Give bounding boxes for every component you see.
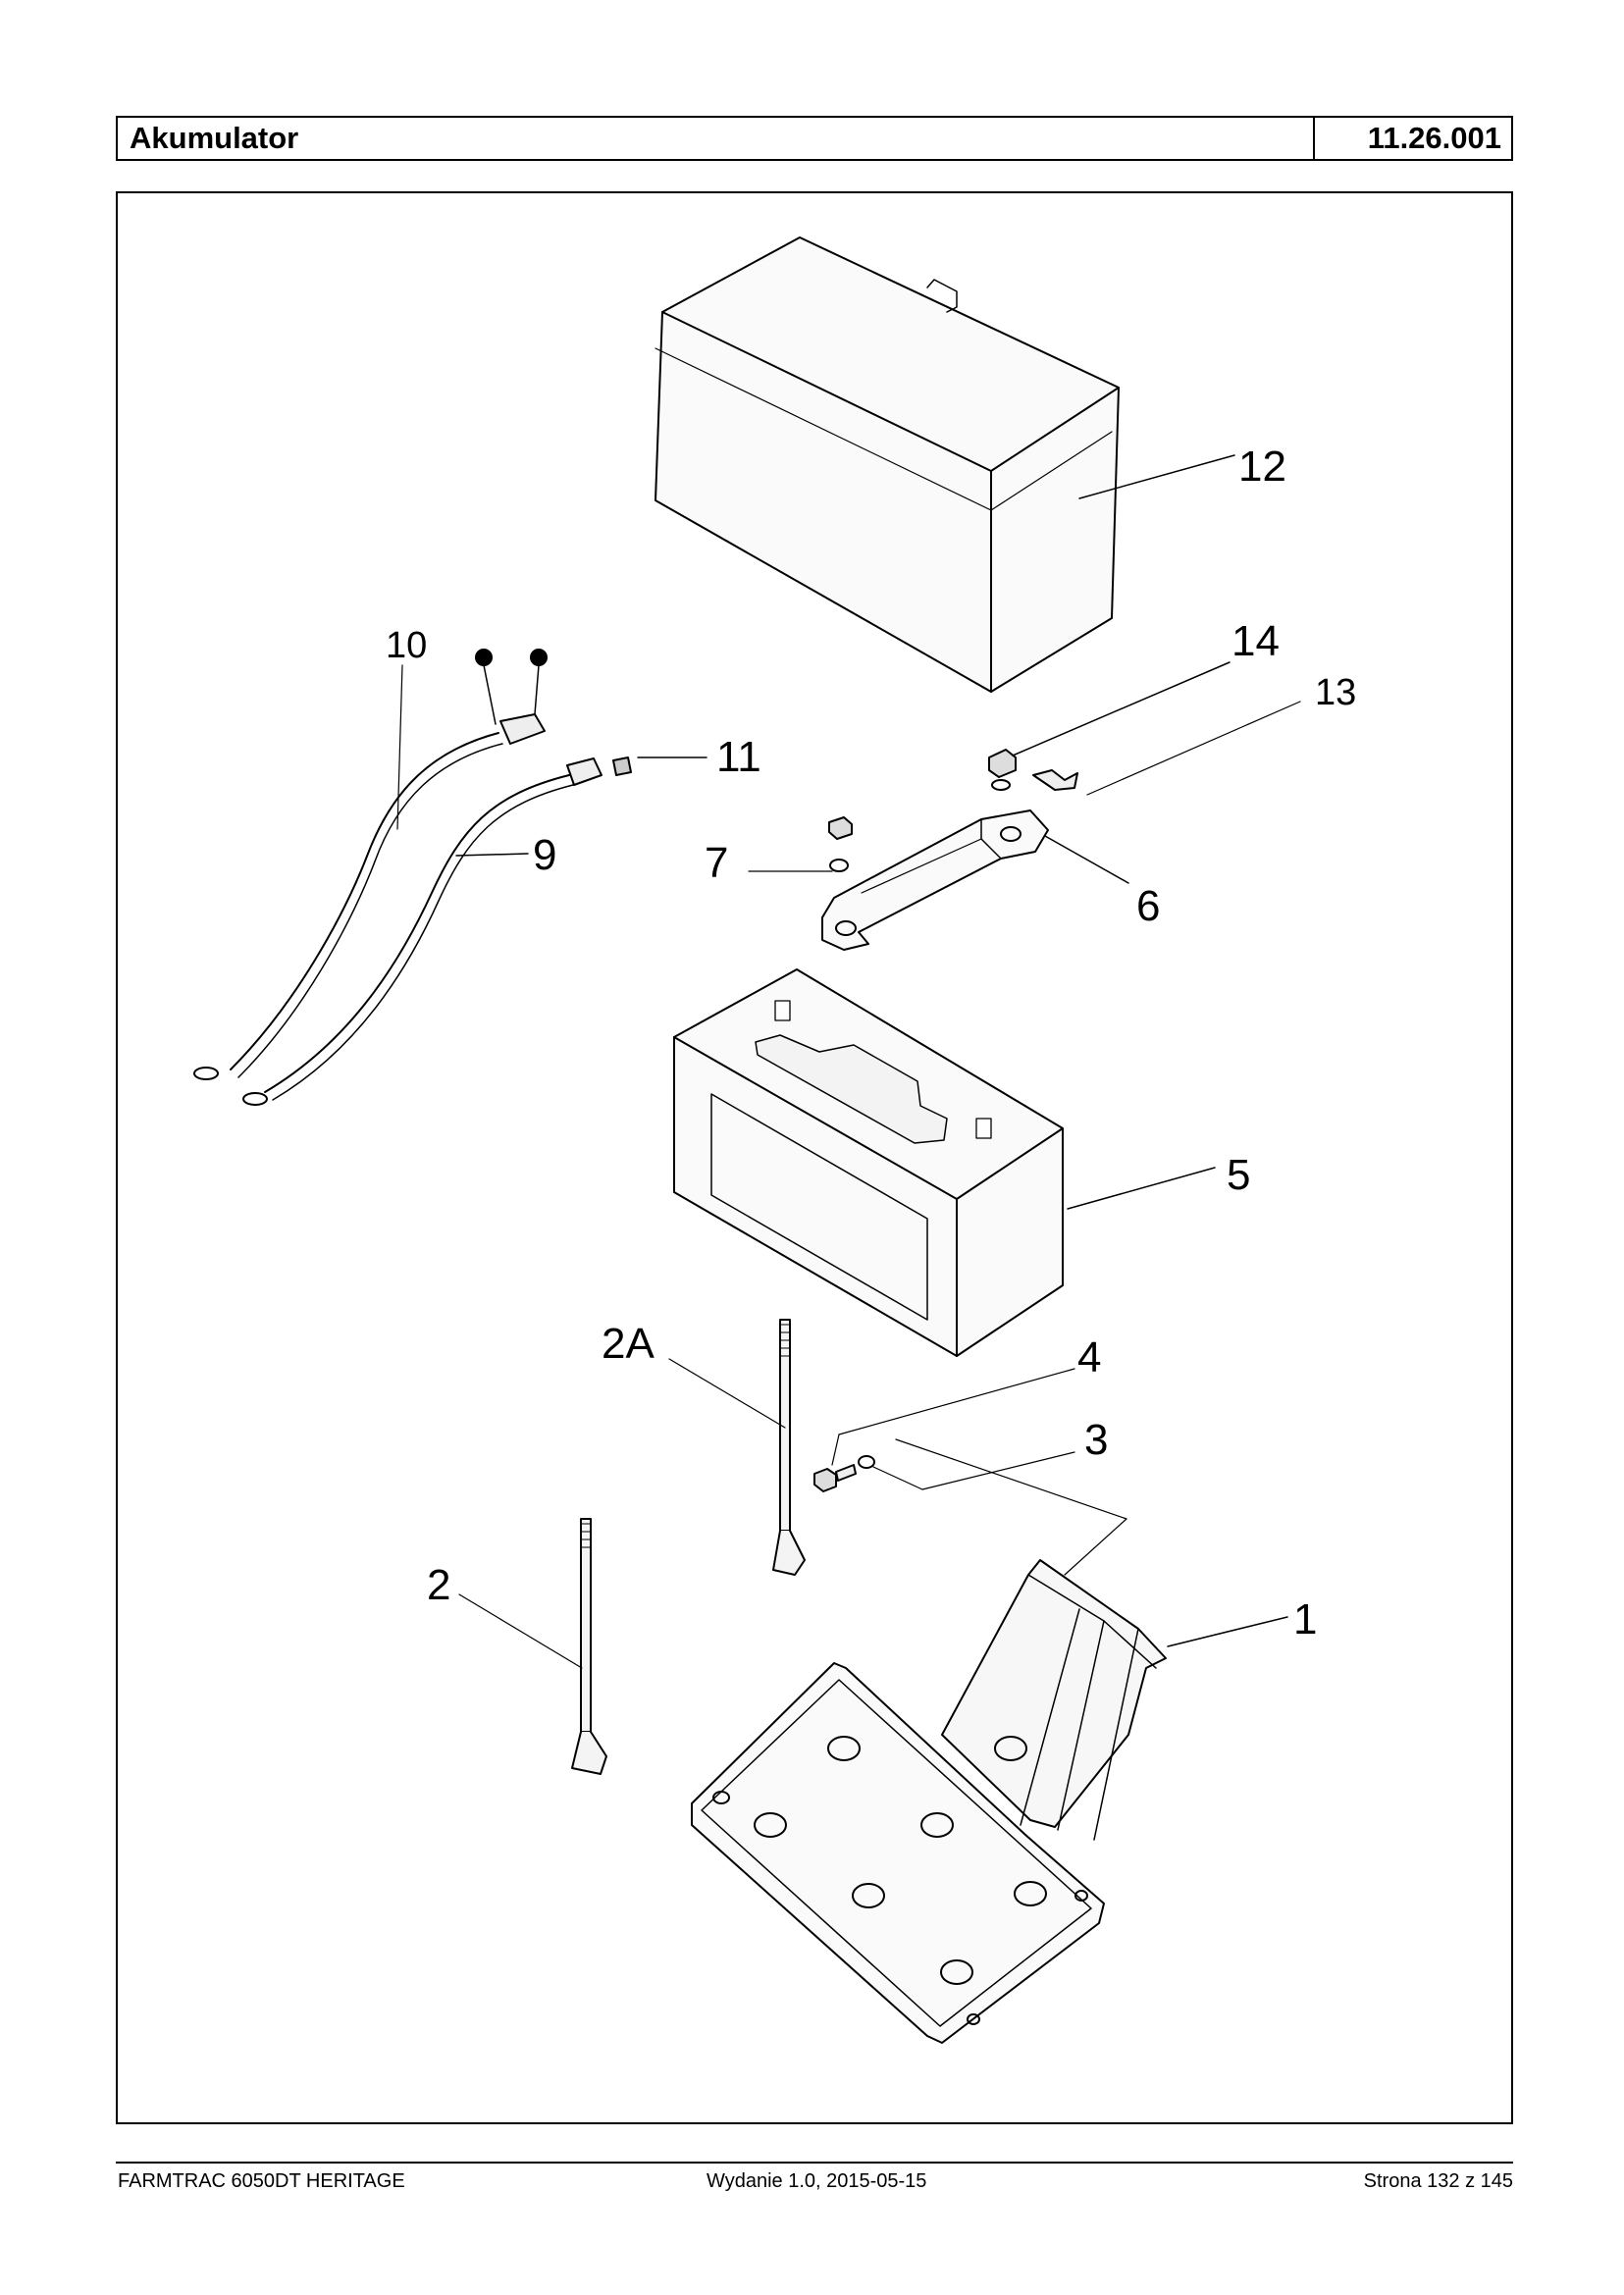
svg-text:12: 12 bbox=[1238, 443, 1286, 491]
callout-9: 9 bbox=[455, 831, 556, 879]
footer-page-number: Strona 132 z 145 bbox=[1363, 2170, 1513, 2192]
callout-6: 6 bbox=[1044, 835, 1160, 930]
svg-text:14: 14 bbox=[1231, 617, 1280, 665]
callout-5: 5 bbox=[1067, 1151, 1250, 1210]
page-header: Akumulator 11.26.001 bbox=[116, 116, 1513, 161]
hold-down-clamp bbox=[821, 809, 1049, 951]
callout-11: 11 bbox=[637, 733, 761, 781]
svg-text:13: 13 bbox=[1315, 672, 1356, 713]
callout-12: 12 bbox=[1078, 443, 1286, 499]
battery-tray bbox=[691, 1559, 1167, 2044]
section-code: 11.26.001 bbox=[1313, 118, 1511, 159]
svg-text:4: 4 bbox=[1077, 1333, 1101, 1382]
page-title: Akumulator bbox=[130, 121, 299, 155]
callout-10: 10 bbox=[386, 625, 427, 830]
battery-cover bbox=[655, 236, 1120, 693]
callout-13: 13 bbox=[1086, 672, 1356, 796]
svg-text:9: 9 bbox=[533, 831, 556, 879]
footer-divider bbox=[116, 2162, 1513, 2164]
j-bolt-long bbox=[772, 1319, 806, 1576]
nut bbox=[988, 749, 1017, 791]
battery-cables bbox=[193, 649, 632, 1106]
callout-14: 14 bbox=[1012, 617, 1280, 756]
svg-text:5: 5 bbox=[1227, 1151, 1250, 1199]
svg-text:6: 6 bbox=[1136, 882, 1160, 930]
callout-4: 4 bbox=[831, 1333, 1101, 1466]
bolt-washer bbox=[813, 1455, 875, 1492]
callout-2: 2 bbox=[427, 1561, 583, 1669]
footer-model: FARMTRAC 6050DT HERITAGE bbox=[118, 2170, 405, 2192]
svg-text:3: 3 bbox=[1084, 1416, 1108, 1464]
diagram-frame bbox=[116, 191, 1513, 2124]
bolt-small bbox=[828, 816, 853, 872]
svg-text:11: 11 bbox=[716, 733, 761, 781]
svg-text:2: 2 bbox=[427, 1561, 450, 1609]
svg-text:10: 10 bbox=[386, 625, 427, 666]
footer-edition: Wydanie 1.0, 2015-05-15 bbox=[707, 2170, 927, 2192]
wing-nut bbox=[1032, 769, 1078, 791]
svg-text:1: 1 bbox=[1293, 1595, 1317, 1643]
svg-text:2A: 2A bbox=[602, 1320, 655, 1368]
callout-1: 1 bbox=[1167, 1595, 1317, 1647]
callout-7: 7 bbox=[705, 839, 833, 887]
svg-text:7: 7 bbox=[705, 839, 728, 887]
callout-2a: 2A bbox=[602, 1320, 786, 1429]
battery bbox=[673, 968, 1064, 1357]
callout-3: 3 bbox=[872, 1416, 1127, 1576]
j-bolt-short bbox=[571, 1518, 607, 1775]
